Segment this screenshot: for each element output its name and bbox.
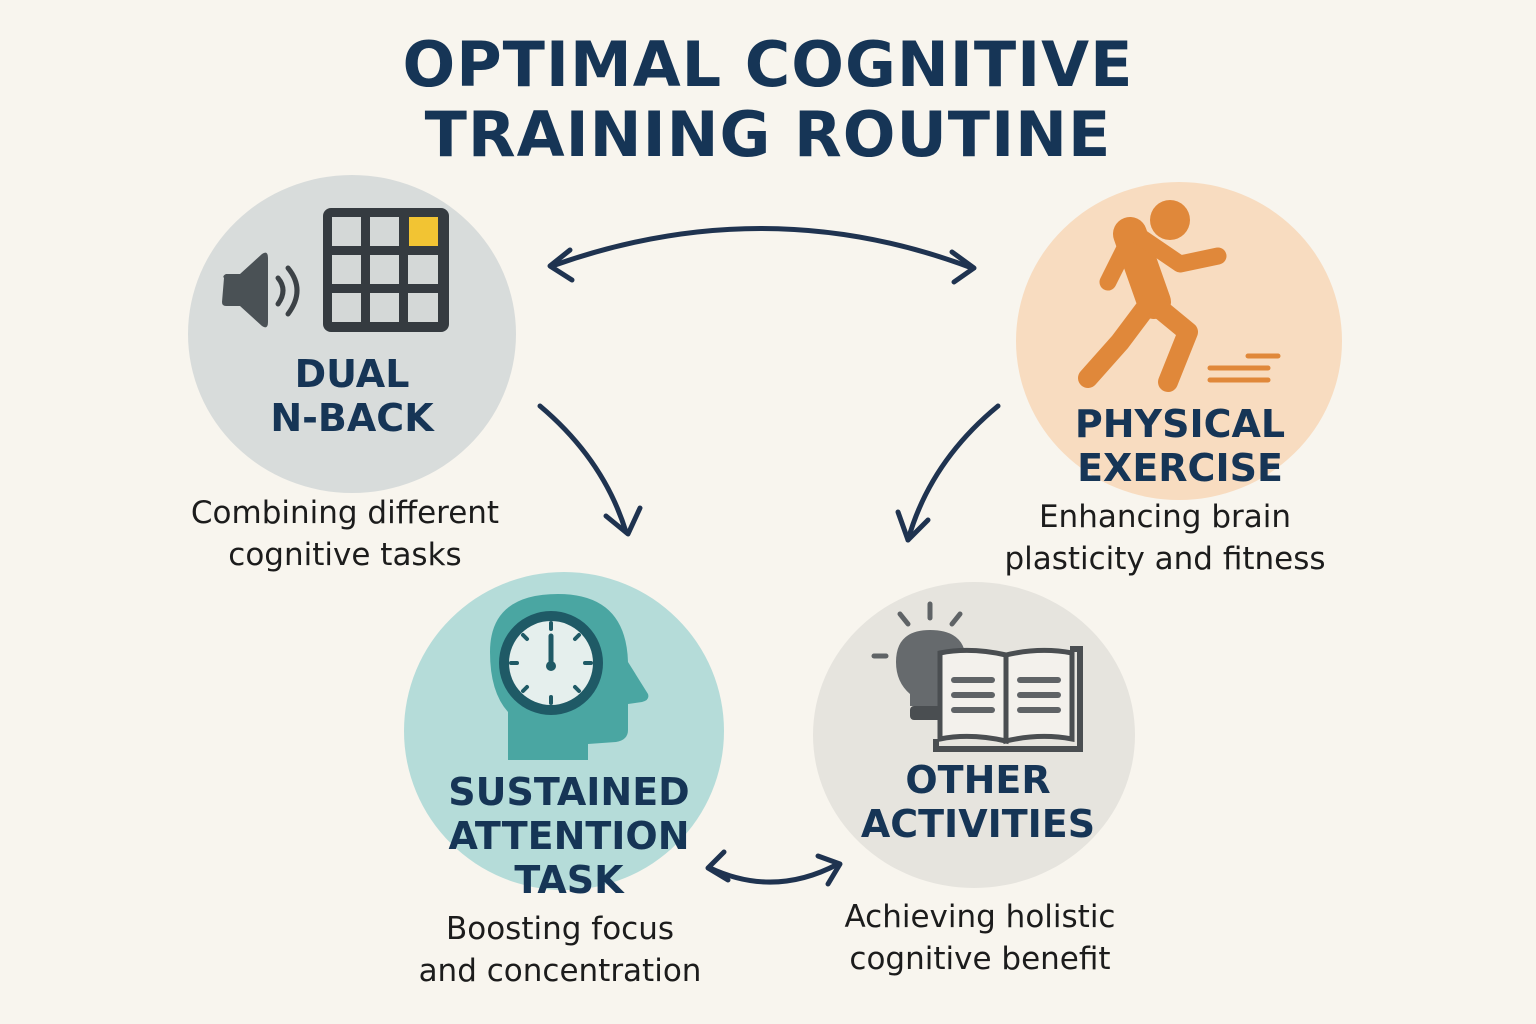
arrow-dual-to-sustained [537,403,643,537]
sustained-attention-description: Boosting focus and concentration [418,911,702,989]
dual-n-back-label: DUAL N-BACK [270,352,434,440]
sustained-attention-label: SUSTAINED ATTENTION TASK [448,770,690,902]
physical-exercise-description: Enhancing brain plasticity and fitness [1004,499,1326,577]
physical-exercise-label: PHYSICAL EXERCISE [1074,402,1286,490]
arrow-physical-to-other [895,403,1001,543]
other-activities-description: Achieving holistic cognitive benefit [844,899,1116,977]
dual-n-back-description: Combining different cognitive tasks [190,495,500,573]
title-line-2: TRAINING ROUTINE [424,98,1112,171]
bidirectional-arrow-top [547,226,977,285]
grid-3x3-icon [323,208,449,332]
title-line-1: OPTIMAL COGNITIVE [402,28,1134,101]
speaker-icon [222,252,300,328]
head-clock-icon [490,594,649,760]
running-person-icon [1078,200,1281,392]
bidirectional-arrow-bottom [705,849,843,887]
page-title: OPTIMAL COGNITIVE TRAINING ROUTINE [0,30,1536,170]
highlighted-cell [409,217,438,246]
other-activities-label: OTHER ACTIVITIES [860,758,1096,846]
open-book-icon [933,646,1083,752]
